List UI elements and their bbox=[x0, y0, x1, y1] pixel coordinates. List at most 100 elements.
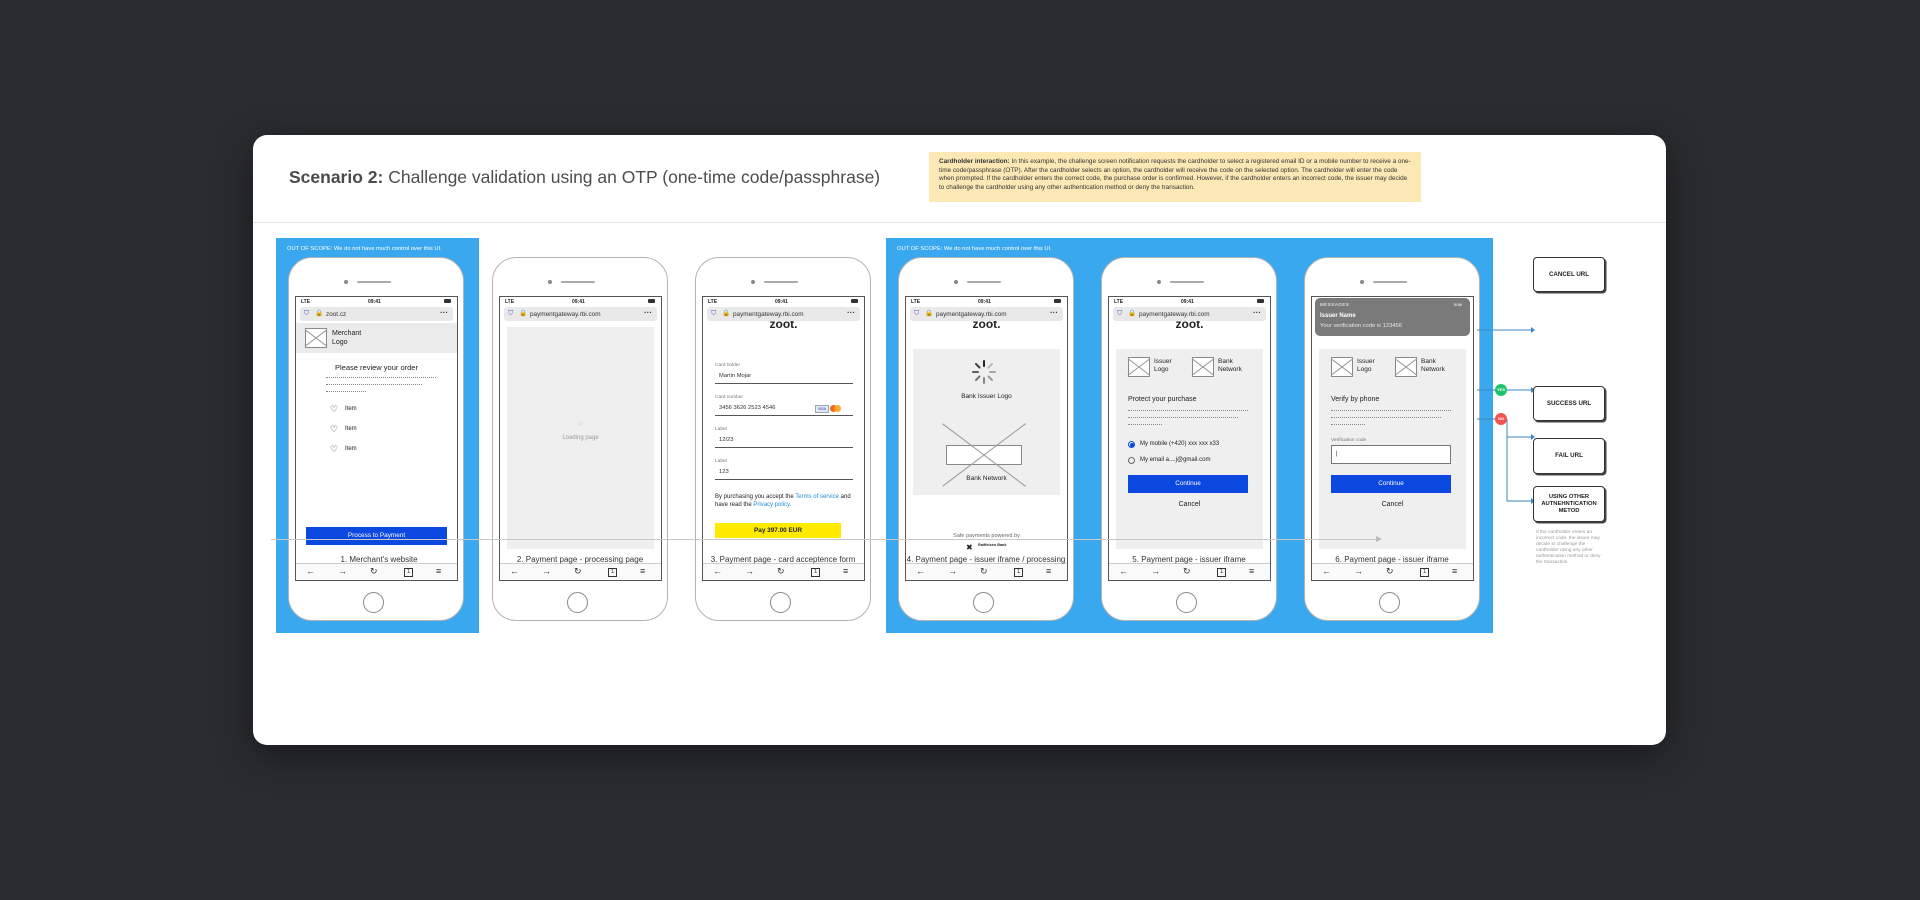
home-button[interactable] bbox=[770, 592, 791, 613]
tabs-icon[interactable]: 1 bbox=[404, 568, 414, 577]
cvc-label: Label bbox=[715, 459, 727, 464]
back-icon[interactable]: ← bbox=[916, 566, 925, 576]
speaker bbox=[967, 281, 1001, 283]
network-label: Bank Network bbox=[1218, 358, 1242, 373]
privacy-link[interactable]: Privacy policy. bbox=[753, 502, 792, 508]
radio-mobile[interactable] bbox=[1128, 441, 1135, 448]
issuer-logo-label: Issuer Logo bbox=[1154, 358, 1172, 373]
expiry-field[interactable]: 12/23 bbox=[719, 437, 734, 443]
network-label: Bank Network bbox=[966, 475, 1007, 482]
success-badge: YES bbox=[1495, 384, 1507, 396]
home-button[interactable] bbox=[1379, 592, 1400, 613]
more-icon[interactable]: ··· bbox=[644, 308, 652, 317]
forward-icon[interactable]: → bbox=[1151, 566, 1160, 576]
menu-icon[interactable]: ≡ bbox=[436, 566, 442, 576]
header-divider bbox=[253, 222, 1666, 223]
step-label: 2. Payment page - processing page bbox=[516, 555, 644, 564]
continue-button[interactable]: Continue bbox=[1128, 475, 1248, 493]
heart-icon[interactable]: ♡ bbox=[330, 424, 339, 434]
forward-icon[interactable]: → bbox=[542, 566, 551, 576]
scribble-line bbox=[326, 377, 436, 379]
forward-icon[interactable]: → bbox=[1354, 566, 1363, 576]
visa-icon: VISA bbox=[815, 405, 829, 413]
more-icon[interactable]: ··· bbox=[440, 308, 448, 317]
terms-text: By purchasing you accept the Terms of se… bbox=[715, 494, 851, 508]
forward-icon[interactable]: → bbox=[338, 566, 347, 576]
tabs-icon[interactable]: 1 bbox=[1420, 568, 1430, 577]
continue-button[interactable]: Continue bbox=[1331, 475, 1451, 493]
cancel-link[interactable]: Cancel bbox=[1178, 501, 1201, 508]
other-auth-box: USING OTHER AUTNEHNTICATION METOD bbox=[1533, 486, 1605, 522]
back-icon[interactable]: ← bbox=[1322, 566, 1331, 576]
back-icon[interactable]: ← bbox=[306, 566, 315, 576]
menu-icon[interactable]: ≡ bbox=[640, 566, 646, 576]
merchant-logo-placeholder bbox=[305, 328, 327, 348]
more-icon[interactable]: ··· bbox=[1050, 308, 1058, 317]
code-input[interactable]: | bbox=[1331, 445, 1451, 464]
reload-icon[interactable]: ↻ bbox=[777, 566, 785, 576]
home-button[interactable] bbox=[1176, 592, 1197, 613]
cardholder-field[interactable]: Martin Mojar bbox=[719, 373, 752, 379]
address-bar[interactable]: ⛉🔒zoot.cz··· bbox=[300, 307, 453, 321]
menu-icon[interactable]: ≡ bbox=[843, 566, 849, 576]
reload-icon[interactable]: ↻ bbox=[574, 566, 582, 576]
forward-icon[interactable]: → bbox=[948, 566, 957, 576]
page-title: Scenario 2: Challenge validation using a… bbox=[289, 167, 881, 187]
expiry-label: Label bbox=[715, 427, 727, 432]
menu-icon[interactable]: ≡ bbox=[1046, 566, 1052, 576]
address-bar[interactable]: ⛉🔒paymentgateway.rbi.com··· bbox=[910, 307, 1063, 321]
back-icon[interactable]: ← bbox=[1119, 566, 1128, 576]
reload-icon[interactable]: ↻ bbox=[980, 566, 988, 576]
home-button[interactable] bbox=[973, 592, 994, 613]
card-number-field[interactable]: 3456 3626 2523 4546 bbox=[719, 405, 776, 411]
back-icon[interactable]: ← bbox=[510, 566, 519, 576]
cardholder-label: Card holder bbox=[715, 363, 741, 368]
tabs-icon[interactable]: 1 bbox=[1014, 568, 1024, 577]
heart-icon[interactable]: ♡ bbox=[330, 404, 339, 414]
issuer-logo-label: Bank Issuer Logo bbox=[961, 393, 1012, 400]
lock-icon: 🔒 bbox=[519, 310, 528, 317]
process-payment-button[interactable]: Process to Payment bbox=[306, 527, 447, 545]
menu-icon[interactable]: ≡ bbox=[1452, 566, 1458, 576]
address-bar[interactable]: ⛉🔒paymentgateway.rbi.com··· bbox=[504, 307, 657, 321]
network-label: Bank Network bbox=[1421, 358, 1445, 373]
tabs-icon[interactable]: 1 bbox=[1217, 568, 1227, 577]
forward-icon[interactable]: → bbox=[745, 566, 754, 576]
heart-icon[interactable]: ♡ bbox=[330, 444, 339, 454]
sms-notification[interactable]: MESSAGES now Issuer Name Your verificati… bbox=[1315, 298, 1470, 336]
shield-icon: ⛉ bbox=[711, 310, 717, 317]
reload-icon[interactable]: ↻ bbox=[370, 566, 378, 576]
cancel-link[interactable]: Cancel bbox=[1381, 501, 1404, 508]
terms-link[interactable]: Terms of service bbox=[795, 494, 839, 500]
cvc-field[interactable]: 123 bbox=[719, 469, 729, 475]
mastercard-icon bbox=[830, 405, 842, 412]
raiffeisen-logo-icon: ✖ bbox=[966, 543, 973, 552]
back-icon[interactable]: ← bbox=[713, 566, 722, 576]
more-icon[interactable]: ··· bbox=[1253, 308, 1261, 317]
address-bar[interactable]: ⛉🔒paymentgateway.rbi.com··· bbox=[1113, 307, 1266, 321]
menu-icon[interactable]: ≡ bbox=[1249, 566, 1255, 576]
home-button[interactable] bbox=[567, 592, 588, 613]
camera bbox=[954, 280, 958, 284]
loading-text: Loading page bbox=[562, 435, 599, 441]
step-label: 3. Payment page - card acceptence form bbox=[710, 555, 856, 564]
spinner-icon bbox=[972, 360, 996, 384]
scribble-line bbox=[326, 391, 366, 393]
tabs-icon[interactable]: 1 bbox=[811, 568, 821, 577]
reload-icon[interactable]: ↻ bbox=[1386, 566, 1394, 576]
more-icon[interactable]: ··· bbox=[847, 308, 855, 317]
speaker bbox=[764, 281, 798, 283]
home-button[interactable] bbox=[363, 592, 384, 613]
challenge-heading: Protect your purchase bbox=[1128, 396, 1197, 403]
address-bar[interactable]: ⛉🔒paymentgateway.rbi.com··· bbox=[707, 307, 860, 321]
tabs-icon[interactable]: 1 bbox=[608, 568, 618, 577]
outcome-note: If the cardholder enters an incorrect co… bbox=[1536, 530, 1601, 565]
pay-button[interactable]: Pay 397.00 EUR bbox=[715, 523, 841, 538]
list-item: Item bbox=[345, 406, 357, 412]
reload-icon[interactable]: ↻ bbox=[1183, 566, 1191, 576]
radio-email[interactable] bbox=[1128, 457, 1135, 464]
